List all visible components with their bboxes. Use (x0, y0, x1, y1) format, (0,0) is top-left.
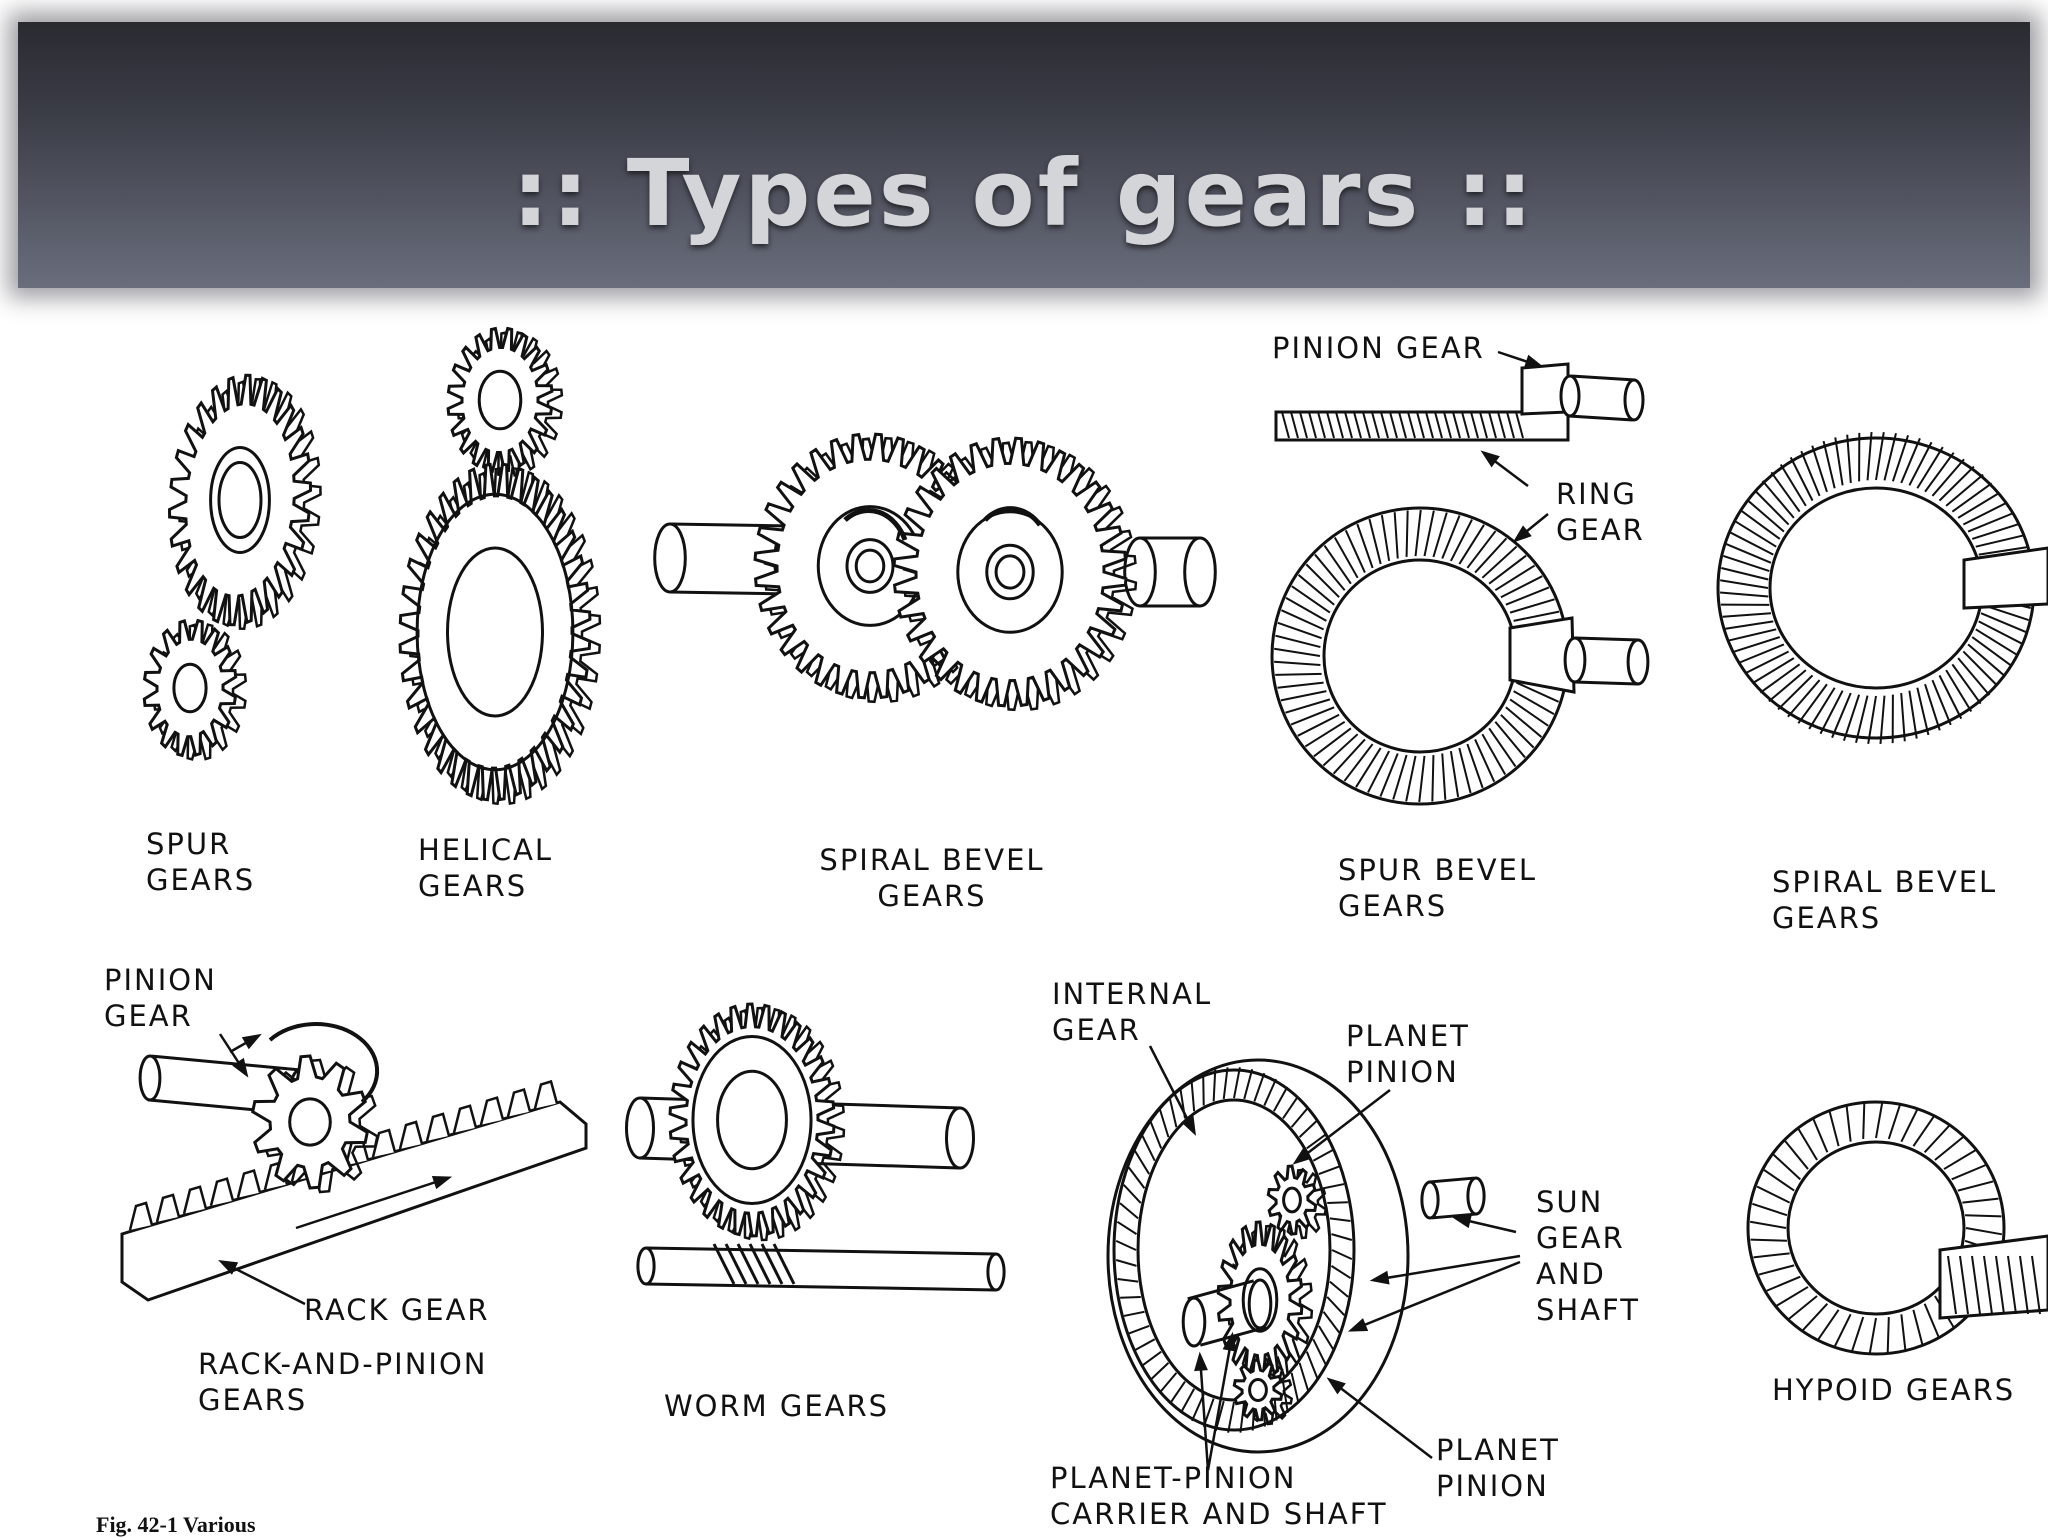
pinion-gear-top-label: PINION GEAR (1272, 330, 1485, 366)
hypoid-gears-drawing (1748, 1102, 2048, 1354)
rack-gear-label: RACK GEAR (304, 1292, 490, 1328)
hypoid-gears-label: HYPOID GEARS (1772, 1372, 2015, 1408)
spur-gears-drawing (144, 375, 320, 759)
helical-gears-drawing (400, 329, 600, 804)
worm-gears-label: WORM GEARS (664, 1388, 889, 1424)
figure-caption: Fig. 42-1 Various (96, 1512, 256, 1538)
worm-gears-drawing (627, 1004, 1005, 1290)
spur-bevel-gears-drawing (1272, 352, 1648, 804)
rack-and-pinion-gears-drawing (122, 1024, 586, 1304)
planetary-gears-drawing (1108, 1046, 1520, 1470)
spiral-bevel-gears-drawing-1 (655, 434, 1216, 710)
spiral-bevel-gears-drawing-2 (1718, 432, 2048, 744)
